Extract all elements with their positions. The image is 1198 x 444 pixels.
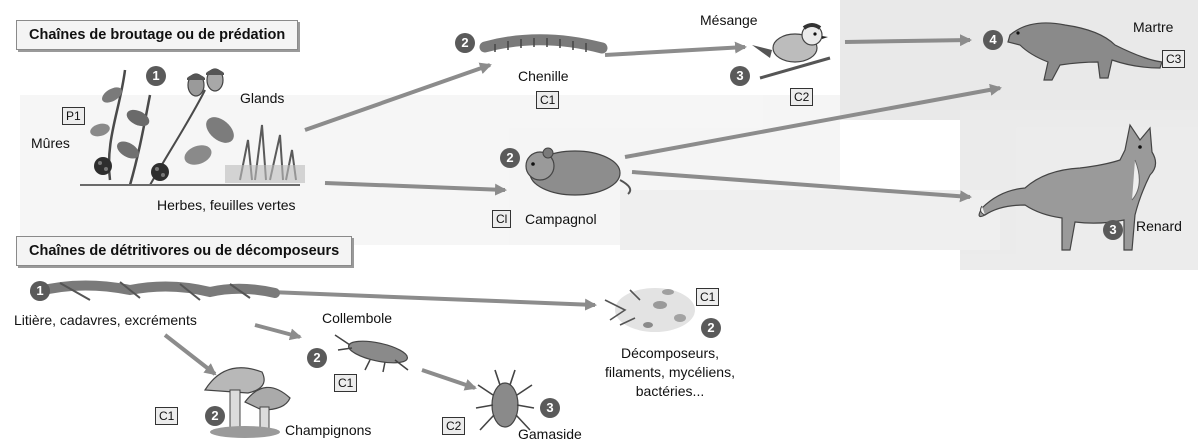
gamasid-drawing	[476, 370, 534, 430]
decomposeurs-label-line1: Décomposeurs,	[560, 345, 780, 361]
champignons-level-code: C1	[155, 407, 178, 425]
grazing-chain-header: Chaînes de broutage ou de prédation	[16, 20, 298, 50]
renard-label: Renard	[1136, 218, 1182, 234]
campagnol-level-code: Cl	[492, 210, 511, 228]
gamaside-level-code: C2	[442, 417, 465, 435]
chenille-level-number: 2	[455, 33, 475, 53]
arrow-collembole-gamaside	[422, 370, 475, 388]
decomposeurs-label-line3: bactéries...	[560, 383, 780, 399]
litiere-label: Litière, cadavres, excréments	[14, 312, 197, 328]
gamaside-label: Gamaside	[518, 426, 582, 442]
collembole-level-code: C1	[334, 374, 357, 392]
tit-bird-drawing	[752, 25, 830, 78]
mures-label: Mûres	[31, 135, 70, 151]
collembole-level-number: 2	[307, 348, 327, 368]
champignons-level-number: 2	[205, 406, 225, 426]
springtail-drawing	[335, 335, 409, 372]
mesange-level-number: 3	[730, 66, 750, 86]
martre-level-number: 4	[983, 30, 1003, 50]
glands-level-code: P1	[62, 107, 85, 125]
detritus-chain-header: Chaînes de détritivores ou de décomposeu…	[16, 236, 352, 266]
mesange-level-code: C2	[790, 88, 813, 106]
glands-label: Glands	[240, 90, 284, 106]
collembole-label: Collembole	[322, 310, 392, 326]
campagnol-label: Campagnol	[525, 211, 597, 227]
arrow-litiere-champignons	[165, 335, 215, 374]
litiere-level-number: 1	[30, 281, 50, 301]
caterpillar-drawing	[485, 38, 602, 52]
litter-drawing	[35, 282, 275, 300]
decomposeurs-label-line2: filaments, mycéliens,	[560, 364, 780, 380]
mesange-label: Mésange	[700, 12, 758, 28]
martre-label: Martre	[1133, 19, 1173, 35]
herbes-label: Herbes, feuilles vertes	[157, 197, 296, 213]
decomposers-drawing	[605, 288, 695, 332]
decomposeurs-level-code: C1	[696, 288, 719, 306]
chenille-label: Chenille	[518, 68, 569, 84]
martre-level-code: C3	[1162, 50, 1185, 68]
decomposeurs-level-number: 2	[701, 318, 721, 338]
glands-level-number: 1	[146, 66, 166, 86]
arrow-mesange-martre	[845, 40, 970, 42]
mushrooms-drawing	[205, 368, 290, 438]
chenille-level-code: C1	[536, 91, 559, 109]
gamaside-level-number: 3	[540, 398, 560, 418]
renard-level-number: 3	[1103, 220, 1123, 240]
champignons-label: Champignons	[285, 422, 371, 438]
arrow-litiere-collembole	[255, 325, 300, 337]
arrow-litiere-decomposeurs	[270, 292, 595, 305]
campagnol-level-number: 2	[500, 148, 520, 168]
arrow-chenille-mesange	[605, 47, 745, 55]
